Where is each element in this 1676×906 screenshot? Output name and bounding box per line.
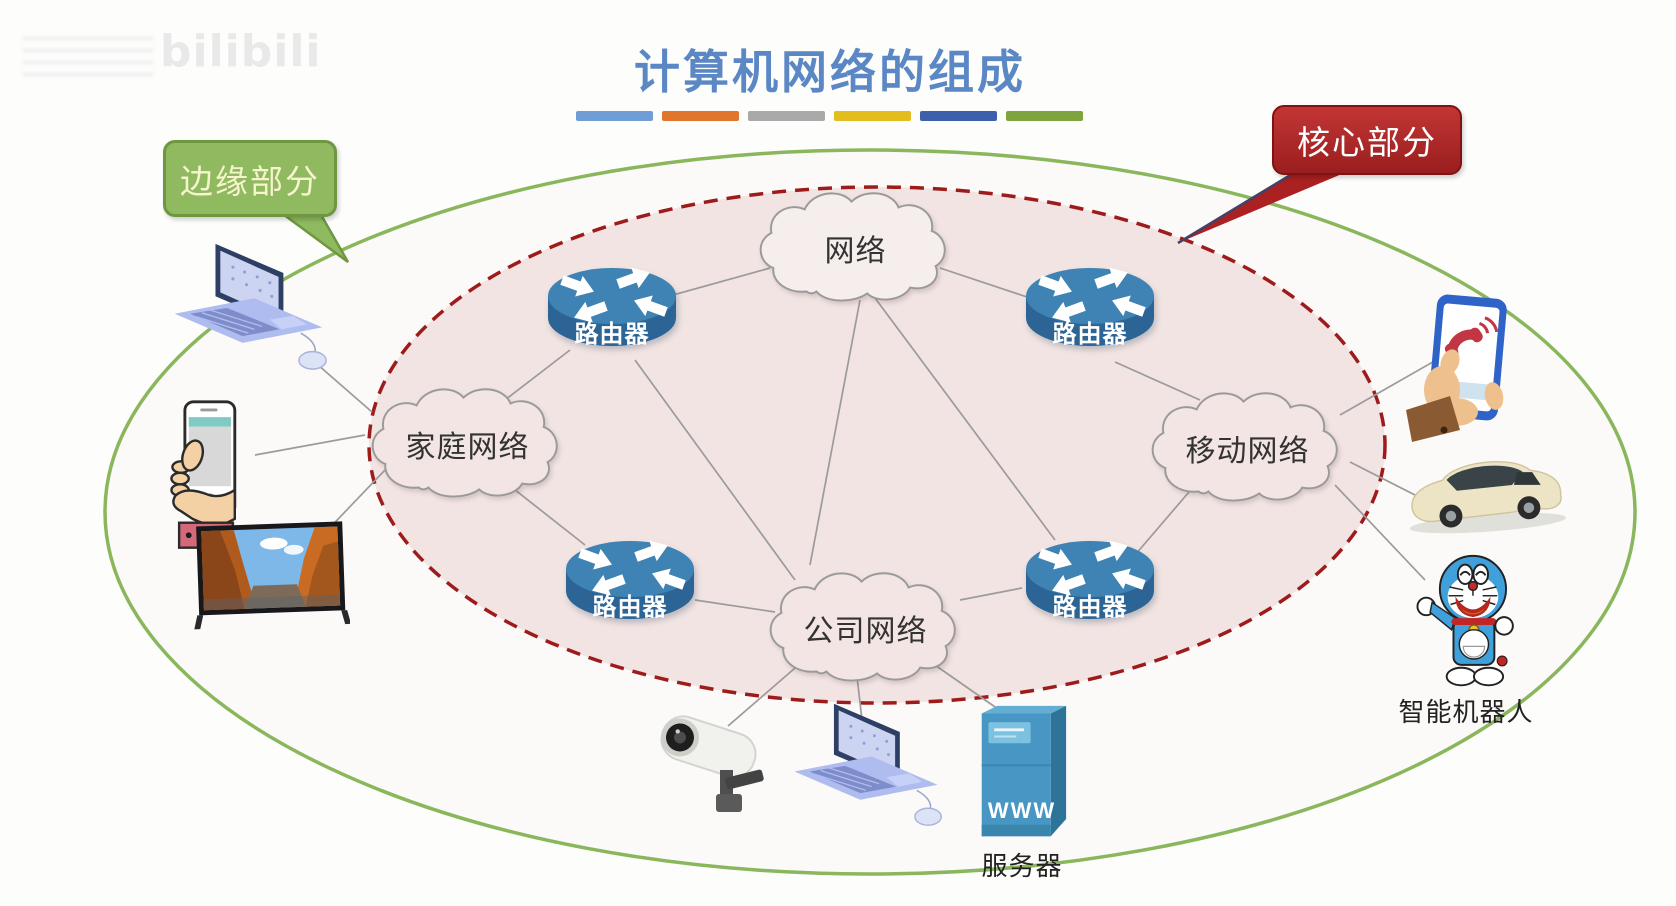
cloud-company-network: 公司网络 [758,564,973,686]
cloud-mobile-label: 移动网络 [1185,435,1310,468]
cloud-internet: 网络 [748,184,963,306]
router-label: 路由器 [1052,594,1128,621]
divider-bar [834,111,911,121]
router-icon [566,540,694,619]
cloud-company-label: 公司网络 [803,615,928,648]
router-icon [1026,540,1154,619]
cloud-home-label: 家庭网络 [405,431,530,464]
core-callout-tail [1178,168,1356,243]
server-label: 服务器 [981,851,1063,881]
camera-icon [660,715,764,812]
divider-bar [576,111,653,121]
router-label: 路由器 [592,594,668,621]
surveillance-camera [646,698,776,818]
cloud-shape [1151,392,1338,502]
cloud-internet-label: 网络 [824,235,887,268]
router-icon [1026,267,1154,346]
cloud-shape [759,192,946,302]
router-icon [548,267,676,346]
core-part-callout: 核心部分 [1272,105,1462,175]
router-top-right: 路由器 [1010,256,1170,374]
divider-bar [1006,111,1083,121]
watermark-logo-blurred [22,36,154,80]
tv-screen [192,518,352,636]
robot-label: 智能机器人 [1398,697,1534,727]
router-bottom-right: 路由器 [1010,529,1170,647]
robot-icon [1416,554,1514,687]
divider-bar [662,111,739,121]
divider-bar [748,111,825,121]
router-label: 路由器 [574,321,650,348]
core-callout-tail-edge [1177,166,1303,245]
phone-call-icon [1406,294,1507,442]
car-icon [1409,460,1566,534]
router-top-left: 路由器 [532,256,692,374]
divider-bar [920,111,997,121]
phone-hand-icon [170,400,237,549]
laptop-left [165,240,330,385]
cloud-shape [769,572,956,682]
phone-in-hand-left [158,396,254,554]
phone-in-hand-right [1398,292,1526,442]
cloud-shape [371,388,558,498]
tv-icon [194,521,352,630]
router-label: 路由器 [1052,321,1128,348]
page-title: 计算机网络的组成 [634,47,1026,98]
bilibili-watermark: bilibili [160,26,322,77]
laptop-icon [174,243,327,370]
server-icon [981,705,1067,837]
www-server: WWW 服务器 [974,702,1070,881]
cloud-mobile-network: 移动网络 [1140,384,1355,506]
cloud-home-network: 家庭网络 [360,380,575,502]
car [1398,443,1570,545]
laptop-bottom [785,700,945,840]
server-www-text: WWW [987,798,1057,823]
title-divider [576,111,1083,121]
router-bottom-left: 路由器 [550,529,710,647]
laptop-icon [794,703,942,826]
smart-robot [1410,550,1532,696]
edge-part-callout: 边缘部分 [163,140,337,217]
